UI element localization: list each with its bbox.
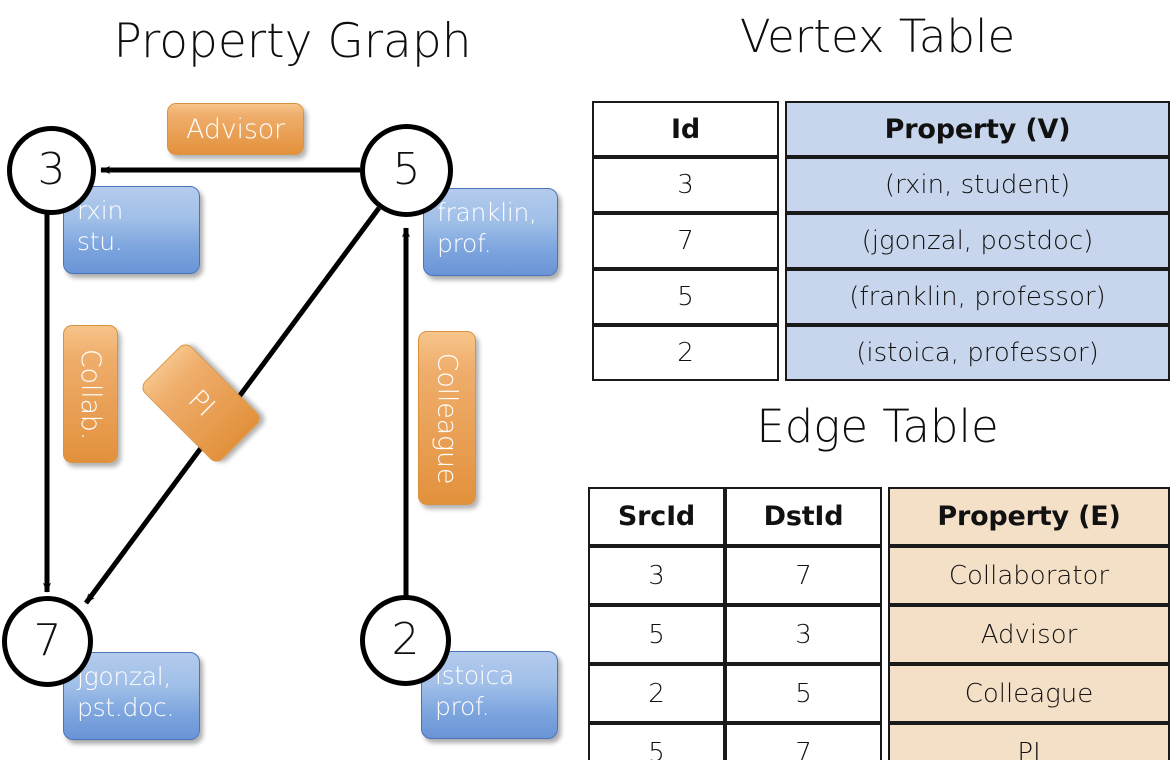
- graph-node-7[interactable]: 7: [2, 596, 93, 687]
- edge-label-colleague: Colleague: [418, 331, 476, 505]
- graph-node-7-label: 7: [33, 614, 62, 666]
- table-row[interactable]: 3 7 Collaborator: [588, 546, 1170, 605]
- edge-row-1-src: 5: [588, 605, 725, 664]
- vertex-property-box-5-line2: prof.: [437, 228, 492, 258]
- table-row[interactable]: 7 (jgonzal, postdoc): [592, 213, 1170, 269]
- edge-table-header-row: SrcId DstId Property (E): [588, 487, 1170, 546]
- vertex-row-3-id: 2: [592, 325, 779, 381]
- edge-row-3-src: 5: [588, 723, 725, 760]
- edge-row-0-property: Collaborator: [888, 546, 1170, 605]
- table-row[interactable]: 5 7 PI: [588, 723, 1170, 760]
- vertex-property-box-2-line1: istoica: [435, 661, 514, 690]
- edge-row-1-dst: 3: [725, 605, 882, 664]
- graph-node-3[interactable]: 3: [7, 126, 96, 215]
- edge-row-0-src: 3: [588, 546, 725, 605]
- vertex-property-box-2: istoica prof.: [421, 651, 558, 739]
- edge-row-2-src: 2: [588, 664, 725, 723]
- property-graph-diagram: Advisor Collab. PI Colleague rxin stu. f…: [2, 103, 558, 740]
- vertex-property-box-5: franklin, prof.: [423, 188, 558, 276]
- edge-row-3-property: PI: [888, 723, 1170, 760]
- vertex-table: Id Property (V) 3 (rxin, student) 7 (jgo…: [592, 101, 1170, 381]
- vertex-row-0-id: 3: [592, 157, 779, 213]
- vertex-row-1-id: 7: [592, 213, 779, 269]
- graph-node-5[interactable]: 5: [360, 124, 453, 217]
- edge-row-2-dst: 5: [725, 664, 882, 723]
- edge-label-advisor-text: Advisor: [186, 113, 285, 145]
- vertex-property-box-3-line2: stu.: [77, 226, 123, 256]
- edge-label-collab-text: Collab.: [75, 348, 106, 440]
- edge-table-title: Edge Table: [756, 400, 999, 453]
- vertex-table-header-row: Id Property (V): [592, 101, 1170, 157]
- table-row[interactable]: 2 (istoica, professor): [592, 325, 1170, 381]
- table-row[interactable]: 2 5 Colleague: [588, 664, 1170, 723]
- vertex-row-0-property: (rxin, student): [785, 157, 1170, 213]
- vertex-property-box-3-line1: rxin: [77, 196, 123, 225]
- graph-node-3-label: 3: [37, 143, 66, 195]
- edge-label-pi-text: PI: [181, 383, 221, 423]
- table-row[interactable]: 5 (franklin, professor): [592, 269, 1170, 325]
- vertex-property-box-5-line1: franklin,: [437, 198, 537, 227]
- vertex-property-box-7-line2: pst.doc.: [77, 692, 175, 722]
- edge-row-1-property: Advisor: [888, 605, 1170, 664]
- graph-node-2[interactable]: 2: [360, 595, 451, 686]
- vertex-row-2-id: 5: [592, 269, 779, 325]
- table-row[interactable]: 3 (rxin, student): [592, 157, 1170, 213]
- table-row[interactable]: 5 3 Advisor: [588, 605, 1170, 664]
- edge-row-2-property: Colleague: [888, 664, 1170, 723]
- edge-table: SrcId DstId Property (E) 3 7 Collaborato…: [588, 487, 1170, 760]
- vertex-row-3-property: (istoica, professor): [785, 325, 1170, 381]
- vertex-property-box-2-line2: prof.: [435, 691, 490, 721]
- vertex-table-header-property: Property (V): [785, 101, 1170, 157]
- edge-label-advisor: Advisor: [167, 103, 304, 155]
- edge-table-header-property: Property (E): [888, 487, 1170, 546]
- vertex-table-title: Vertex Table: [739, 10, 1016, 63]
- vertex-property-box-3: rxin stu.: [63, 186, 200, 274]
- graph-node-5-label: 5: [392, 143, 421, 195]
- graph-node-2-label: 2: [391, 613, 420, 665]
- edge-row-3-dst: 7: [725, 723, 882, 760]
- vertex-row-2-property: (franklin, professor): [785, 269, 1170, 325]
- vertex-property-box-7-line1: jgonzal,: [77, 662, 172, 691]
- edge-label-collab: Collab.: [63, 325, 118, 463]
- vertex-table-header-id: Id: [592, 101, 779, 157]
- edge-row-0-dst: 7: [725, 546, 882, 605]
- edge-label-colleague-text: Colleague: [431, 352, 463, 484]
- property-graph-title: Property Graph: [113, 14, 472, 69]
- vertex-property-box-7: jgonzal, pst.doc.: [63, 652, 200, 740]
- vertex-row-1-property: (jgonzal, postdoc): [785, 213, 1170, 269]
- edge-table-header-dstid: DstId: [725, 487, 882, 546]
- edge-table-header-srcid: SrcId: [588, 487, 725, 546]
